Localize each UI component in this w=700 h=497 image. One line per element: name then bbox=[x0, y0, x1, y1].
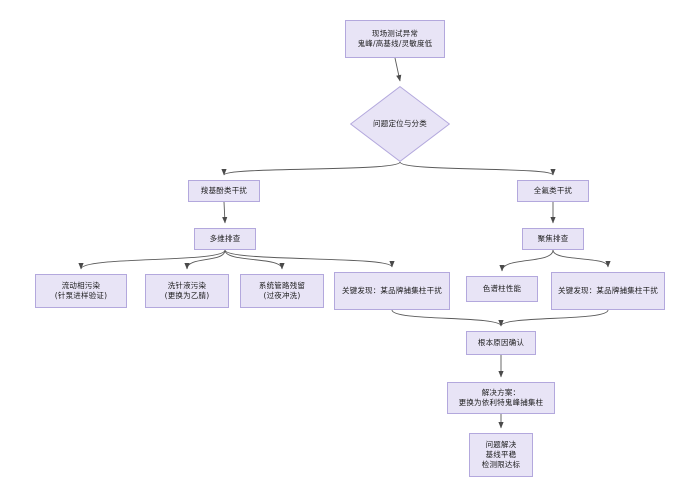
edge-classify-to-branch_right bbox=[399, 161, 556, 176]
edge-multi_check-to-leaf_mobile_phase bbox=[78, 249, 226, 270]
edge-focus_check-to-leaf_key_right bbox=[552, 249, 611, 268]
diamond-shape-icon bbox=[350, 86, 450, 162]
node-label: 问题定位与分类 bbox=[373, 118, 427, 128]
node-start[interactable]: 现场测试异常 鬼峰/高基线/灵敏度低 bbox=[345, 20, 445, 58]
node-system-tubing-residue[interactable]: 系统管路残留 (过夜冲洗) bbox=[240, 274, 324, 308]
node-needle-wash-contamination[interactable]: 洗针液污染 (更换为乙腈) bbox=[145, 274, 229, 308]
edge-classify-to-branch_left bbox=[221, 161, 401, 176]
edge-multi_check-to-leaf_key_left bbox=[224, 249, 395, 268]
node-focused-check[interactable]: 聚焦排查 bbox=[522, 228, 584, 250]
edge-leaf_key_right-to-root_cause bbox=[498, 309, 609, 327]
node-root-cause-confirmed[interactable]: 根本原因确认 bbox=[466, 331, 536, 355]
edge-branch_left-to-multi_check bbox=[222, 201, 228, 224]
edge-focus_check-to-leaf_column bbox=[499, 249, 554, 272]
node-key-finding-right[interactable]: 关键发现：某品牌捕集柱干扰 bbox=[551, 272, 665, 310]
node-multi-dimensional-check[interactable]: 多维排查 bbox=[194, 228, 256, 250]
node-column-performance[interactable]: 色谱柱性能 bbox=[466, 276, 538, 302]
node-key-finding-left[interactable]: 关键发现：某品牌捕集柱干扰 bbox=[334, 272, 450, 310]
edge-multi_check-to-leaf_tubing bbox=[224, 249, 285, 270]
node-problem-classification[interactable]: 问题定位与分类 bbox=[350, 86, 450, 162]
edge-multi_check-to-leaf_wash bbox=[184, 249, 226, 270]
edge-start-to-classify bbox=[394, 57, 402, 82]
node-branch-carboxyl-phenol[interactable]: 羧基酚类干扰 bbox=[188, 180, 260, 202]
node-branch-perfluoro[interactable]: 全氟类干扰 bbox=[517, 180, 589, 202]
edge-leaf_key_left-to-root_cause bbox=[391, 309, 504, 327]
node-mobile-phase-contamination[interactable]: 流动相污染 (针泵进样验证) bbox=[35, 274, 127, 308]
node-solution[interactable]: 解决方案： 更换为依利特鬼峰捕集柱 bbox=[447, 382, 555, 414]
node-outcome[interactable]: 问题解决 基线平稳 检测限达标 bbox=[469, 433, 533, 477]
